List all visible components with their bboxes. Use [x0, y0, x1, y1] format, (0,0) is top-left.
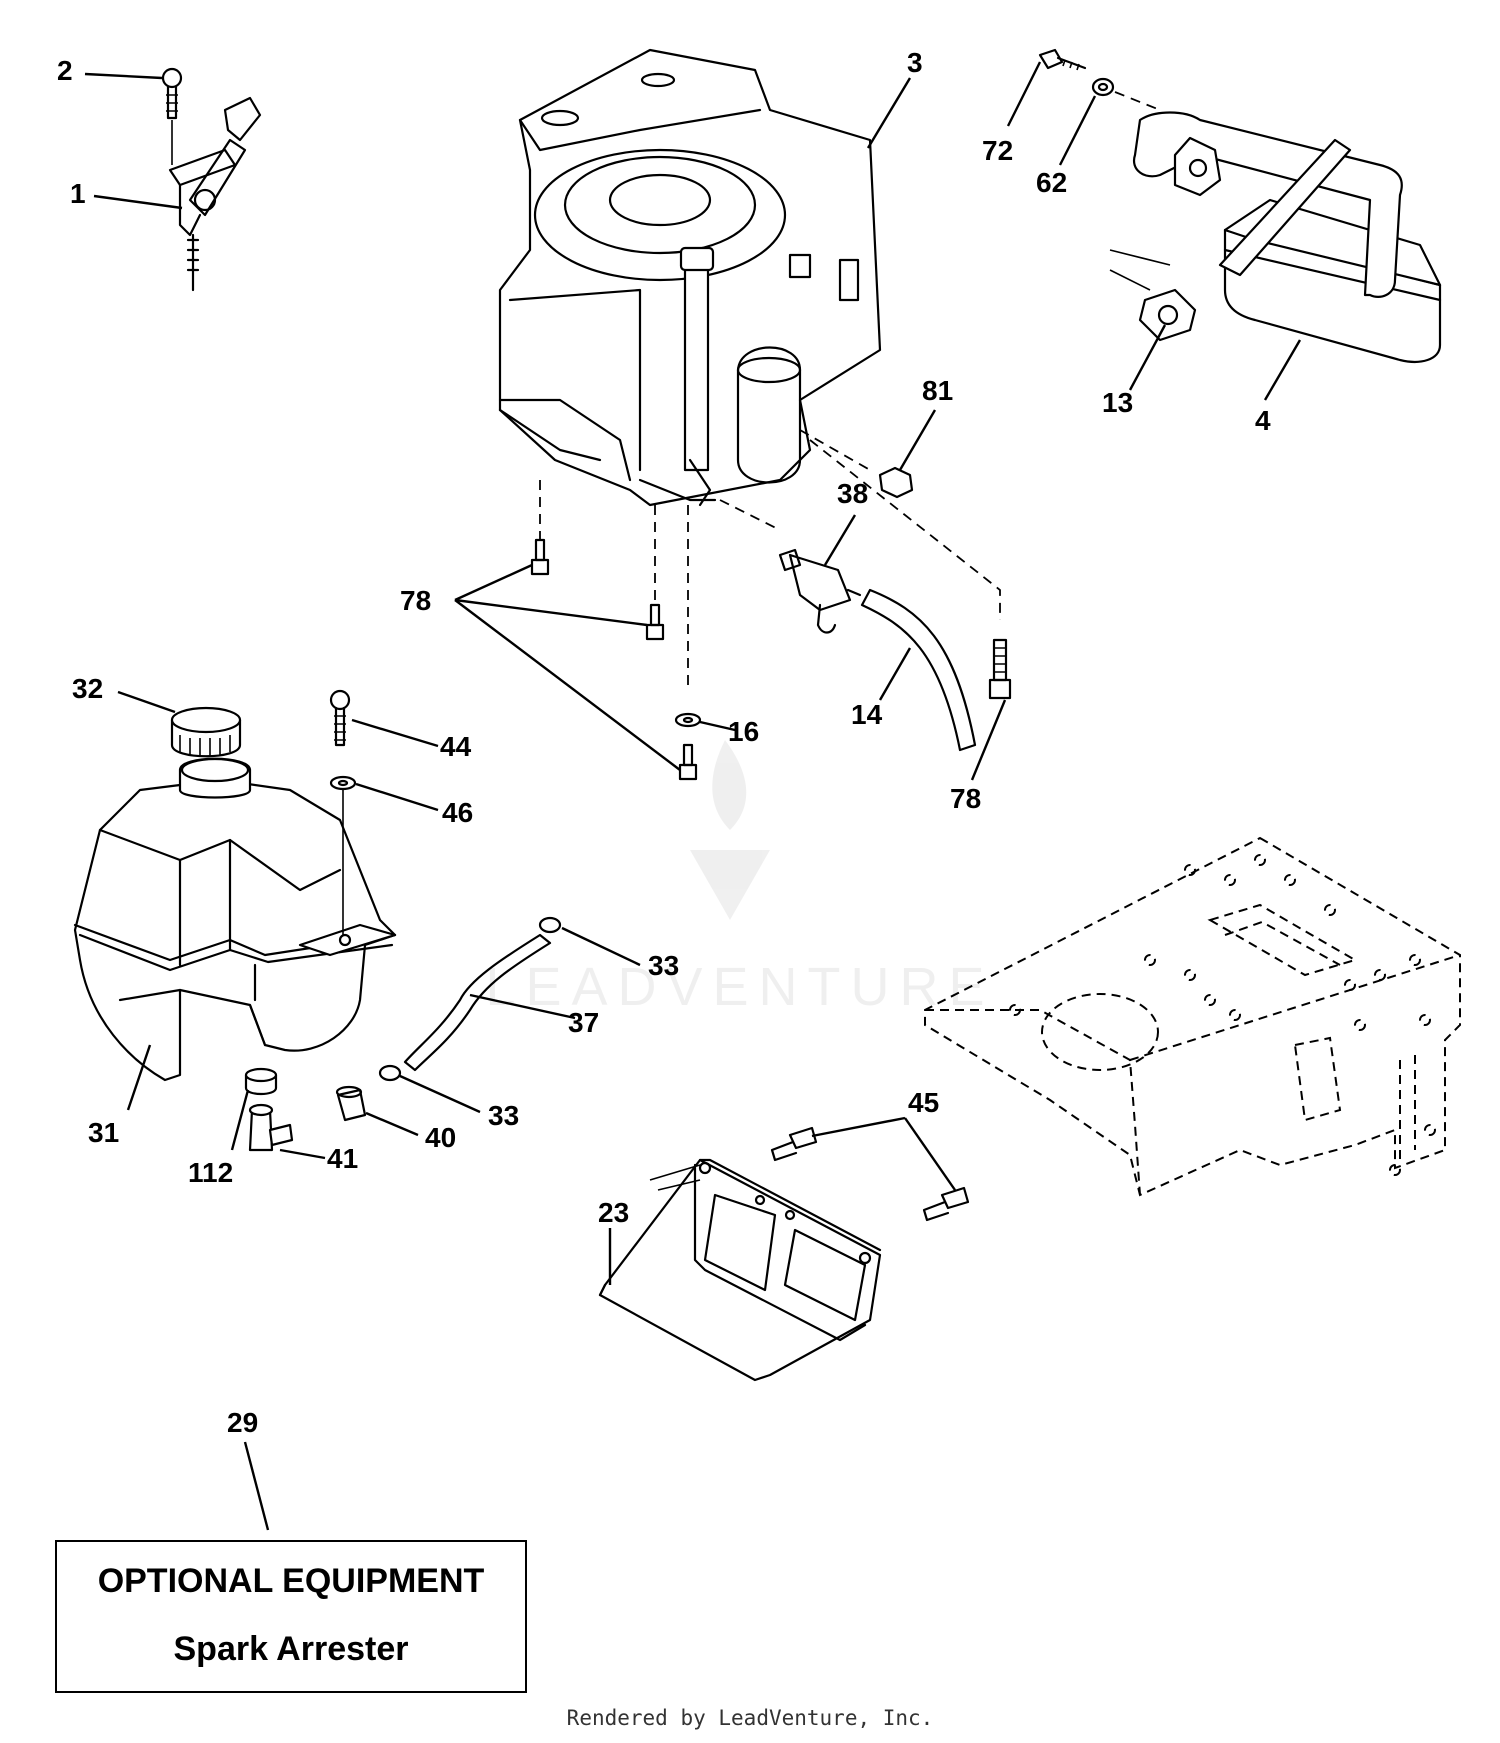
callout-label: 29: [227, 1407, 258, 1438]
callout-label: 37: [568, 1007, 599, 1038]
callout-label: 40: [425, 1122, 456, 1153]
callout-label: 46: [442, 797, 473, 828]
fuel-tank-part: [73, 757, 397, 1082]
fuel-hose-part: [403, 933, 552, 1072]
bushing-part: [335, 1085, 367, 1122]
callout-label: 32: [72, 673, 103, 704]
callout-label: 78: [950, 783, 981, 814]
throttle-control-part: [168, 96, 262, 292]
fuel-valve-part: [248, 1103, 294, 1152]
tank-screw-part: [329, 689, 351, 747]
callout-label: 16: [728, 716, 759, 747]
callout-label: 81: [922, 375, 953, 406]
callout-label: 23: [598, 1197, 629, 1228]
callout-label: 112: [188, 1157, 233, 1188]
callout-label: 41: [327, 1143, 358, 1174]
fuel-line-part: [860, 588, 977, 752]
callout-label: 45: [908, 1087, 939, 1118]
callout-label: 38: [837, 478, 868, 509]
callout-label: 78: [400, 585, 431, 616]
optional-equipment-item: Spark Arrester: [173, 1630, 409, 1668]
muffler-washer-part: [1091, 77, 1115, 97]
muffler-part: [1132, 111, 1442, 363]
optional-equipment-box: [55, 1540, 527, 1693]
hose-clamp-part: [378, 1064, 402, 1082]
callout-label: 44: [440, 731, 472, 762]
nut-part: [878, 466, 914, 499]
engine-bolt-part: [988, 638, 1012, 700]
grommet-part: [244, 1067, 278, 1096]
footer-credit: Rendered by LeadVenture, Inc.: [566, 1706, 934, 1730]
callout-label: 3: [907, 47, 923, 78]
chassis-frame-part: [924, 836, 1461, 1197]
callout-label: 14: [851, 699, 883, 730]
callout-label: 13: [1102, 387, 1133, 418]
callout-label: 72: [982, 135, 1013, 166]
callout-label: 33: [648, 950, 679, 981]
optional-equipment-title: OPTIONAL EQUIPMENT: [97, 1562, 485, 1600]
engine-part: [498, 48, 882, 507]
plate-bolt-part: [770, 1126, 818, 1162]
watermark-logo-icon: [690, 740, 770, 920]
front-plate-part: [598, 1158, 882, 1382]
tank-washer-part: [329, 775, 357, 791]
engine-bolt-part: [678, 743, 698, 781]
callout-label: 2: [57, 55, 73, 86]
lock-washer-part: [674, 712, 702, 728]
callout-label: 4: [1255, 405, 1271, 436]
plate-bolt-part: [922, 1186, 970, 1222]
callout-label: 62: [1036, 167, 1067, 198]
watermark-text: LEADVENTURE: [485, 957, 995, 1017]
throttle-screw-part: [161, 67, 183, 165]
muffler-bolt-part: [1038, 48, 1087, 71]
callout-label: 33: [488, 1100, 519, 1131]
fuel-cap-part: [170, 706, 242, 758]
engine-bolt-part: [530, 538, 550, 576]
hose-clamp-part: [538, 916, 562, 934]
fuel-filter-part: [778, 548, 862, 634]
muffler-gasket-part: [1138, 288, 1197, 342]
callout-label: 31: [88, 1117, 119, 1148]
callout-label: 1: [70, 178, 86, 209]
engine-bolt-part: [645, 603, 665, 641]
